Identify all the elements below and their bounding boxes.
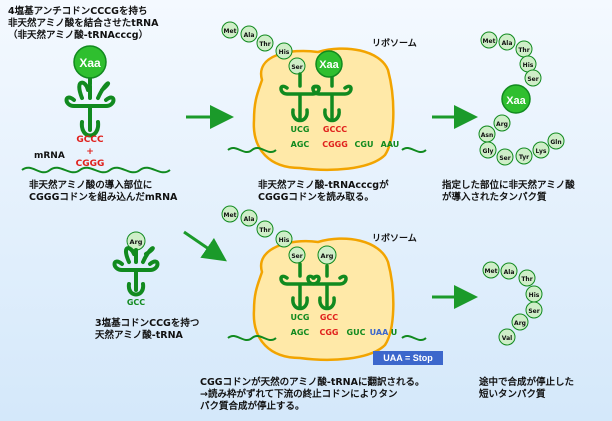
svg-text:Thr: Thr [259, 41, 270, 48]
svg-text:AAU: AAU [381, 140, 400, 149]
svg-text:Thr: Thr [521, 276, 532, 283]
svg-text:Ala: Ala [244, 216, 255, 223]
svg-text:GCCC: GCCC [323, 125, 347, 134]
svg-text:CGG: CGG [319, 328, 338, 337]
svg-text:Gln: Gln [550, 139, 561, 146]
trna-pair-top [279, 72, 353, 123]
svg-text:Ala: Ala [504, 269, 515, 276]
svg-text:Arg: Arg [321, 252, 334, 260]
svg-text:CGGG: CGGG [322, 140, 348, 149]
chain-top-final: Met Ala Thr His Ser Arg Asn Gly Ser Tyr … [478, 31, 565, 166]
svg-text:Xaa: Xaa [319, 59, 339, 71]
svg-text:GUC: GUC [347, 328, 366, 337]
caption-bottom-right: 途中で合成が停止した 短いタンパク質 [479, 377, 575, 400]
svg-text:Met: Met [483, 38, 496, 45]
svg-text:Tyr: Tyr [519, 154, 529, 161]
svg-text:Gly: Gly [483, 148, 494, 155]
caption-top-middle: 非天然アミノ酸-tRNAcccgが CGGGコドンを読み取る。 [258, 180, 389, 203]
svg-text:Arg: Arg [496, 121, 508, 128]
svg-text:Met: Met [485, 268, 498, 275]
xaa-label: Xaa [79, 56, 101, 70]
svg-text:Ser: Ser [291, 64, 302, 71]
svg-text:Val: Val [502, 335, 512, 342]
caption-top-left: 非天然アミノ酸の導入部位に CGGGコドンを組み込んだmRNA [29, 180, 178, 203]
mrna-label: mRNA [34, 151, 65, 161]
chain-bottom-middle: Met Ala Thr His Ser [221, 205, 306, 264]
xaa-ball-ribosome [315, 50, 343, 78]
arrow-diagonal [183, 230, 227, 262]
anticodon-gcc: GCC [127, 298, 145, 307]
svg-text:Ser: Ser [499, 155, 510, 162]
caption-bottom-middle: CGGコドンが天然のアミノ酸-tRNAに翻訳される。 →読み枠がずれて下流の終止… [200, 377, 425, 412]
mrna-strand-bottom [227, 335, 427, 341]
svg-text:Ser: Ser [528, 308, 539, 315]
svg-text:UCG: UCG [291, 125, 310, 134]
trna-top-left [64, 68, 116, 138]
stop-badge: UAA = Stop [373, 351, 443, 365]
xaa-ball [73, 45, 107, 79]
svg-text:His: His [523, 62, 534, 69]
svg-text:Arg: Arg [130, 238, 143, 246]
svg-text:Lys: Lys [536, 148, 547, 155]
chain-bottom-final: Met Ala Thr His Ser Arg Val [482, 261, 543, 346]
svg-text:GCC: GCC [320, 313, 338, 322]
svg-text:Thr: Thr [518, 47, 529, 54]
mrna-strand-top-mid [227, 147, 427, 153]
svg-text:His: His [279, 49, 290, 56]
svg-text:UCG: UCG [291, 313, 310, 322]
ribosome-bottom [252, 237, 395, 362]
svg-text:Thr: Thr [259, 227, 270, 234]
svg-text:CGU: CGU [355, 140, 374, 149]
svg-text:UAA: UAA [370, 328, 389, 337]
trna-pair-bottom [279, 262, 348, 311]
svg-text:Met: Met [224, 212, 237, 219]
mrna-codon-cggg: CGGG [76, 159, 105, 169]
svg-text:Ala: Ala [244, 32, 255, 39]
svg-text:Xaa: Xaa [506, 95, 526, 107]
mrna-strand-top [21, 166, 171, 174]
chain-top-middle: Met Ala Thr His Ser [221, 21, 306, 75]
svg-text:Ser: Ser [291, 253, 302, 260]
svg-text:His: His [529, 292, 540, 299]
trna-bottom-left [112, 246, 160, 297]
svg-text:U: U [391, 328, 398, 337]
svg-text:Met: Met [224, 28, 237, 35]
svg-text:His: His [279, 237, 290, 244]
anticodon-gccc: GCCC [76, 135, 104, 145]
plus-sign: + [86, 147, 94, 157]
svg-text:Arg: Arg [514, 320, 526, 327]
svg-text:AGC: AGC [291, 140, 310, 149]
svg-text:Asn: Asn [481, 132, 494, 139]
svg-text:Ala: Ala [502, 40, 513, 47]
title-top-left: 4塩基アンチコドンCCCGを持ち 非天然アミノ酸を結合させたtRNA （非天然ア… [8, 6, 159, 41]
ribosome-label-top: リボソーム [372, 37, 417, 49]
caption-bottom-left: 3塩基コドンCCGを持つ 天然アミノ酸-tRNA [95, 318, 200, 341]
ribosome-label-bottom: リボソーム [372, 232, 417, 244]
xaa-ball-final [501, 84, 531, 114]
svg-text:Ser: Ser [527, 76, 538, 83]
svg-text:AGC: AGC [291, 328, 310, 337]
caption-top-right: 指定した部位に非天然アミノ酸 が導入されたタンパク質 [442, 180, 575, 203]
arg-ball-ribosome [317, 245, 337, 265]
